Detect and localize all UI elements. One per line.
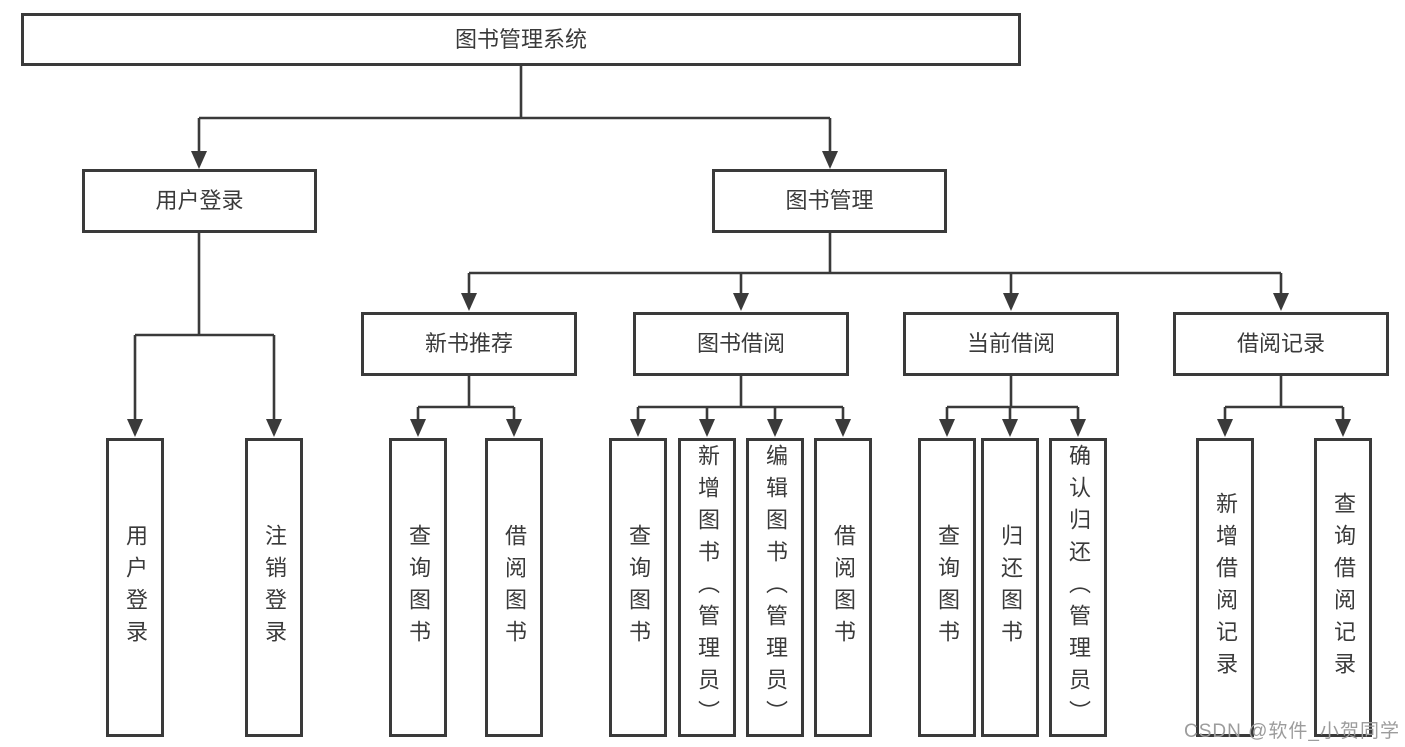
node-current-borrow: 当前借阅 [903, 312, 1119, 376]
node-leaf-edit-book-admin: 编辑图书（管理员） [746, 438, 804, 737]
arrowhead-user-login [191, 151, 207, 169]
node-new-book-rec: 新书推荐 [361, 312, 577, 376]
node-book-borrow-label: 图书借阅 [696, 331, 785, 356]
node-leaf-query-books-3: 查询图书 [918, 438, 976, 737]
node-user-login: 用户登录 [82, 169, 317, 233]
node-borrow-records-label: 借阅记录 [1236, 331, 1325, 356]
node-leaf-logout: 注销登录 [245, 438, 303, 737]
node-current-borrow-label: 当前借阅 [966, 331, 1055, 356]
node-root-label: 图书管理系统 [454, 26, 587, 52]
node-leaf-logout-label: 注销登录 [262, 523, 287, 652]
node-leaf-return-book-label: 归还图书 [998, 523, 1023, 652]
node-leaf-query-books-2: 查询图书 [609, 438, 667, 737]
node-leaf-query-borrow-record-label: 查询借阅记录 [1331, 491, 1356, 684]
arrowhead-leaf-user-login [127, 419, 143, 437]
arrowhead-leaf-logout [266, 419, 282, 437]
arrowhead-book-borrow [733, 293, 749, 311]
node-leaf-query-books-1: 查询图书 [389, 438, 447, 737]
arrowhead-borrow-books-2 [835, 419, 851, 437]
arrowhead-query-books-1 [410, 419, 426, 437]
node-leaf-user-login-label: 用户登录 [123, 523, 148, 652]
arrowhead-new-book-rec [461, 293, 477, 311]
node-leaf-query-books-2-label: 查询图书 [626, 523, 651, 652]
node-leaf-edit-book-admin-label: 编辑图书（管理员） [763, 443, 788, 732]
arrowhead-confirm-return [1070, 419, 1086, 437]
node-borrow-records: 借阅记录 [1173, 312, 1389, 376]
arrowhead-borrow-books-1 [506, 419, 522, 437]
arrowhead-edit-book [767, 419, 783, 437]
node-leaf-query-books-3-label: 查询图书 [935, 523, 960, 652]
arrowhead-borrow-records [1273, 293, 1289, 311]
node-book-mgmt-label: 图书管理 [785, 188, 874, 213]
node-leaf-borrow-books-2-label: 借阅图书 [831, 523, 856, 652]
node-leaf-query-borrow-record: 查询借阅记录 [1314, 438, 1372, 737]
node-leaf-add-book-admin-label: 新增图书（管理员） [695, 443, 720, 732]
node-leaf-return-book: 归还图书 [981, 438, 1039, 737]
node-leaf-add-borrow-record-label: 新增借阅记录 [1213, 491, 1238, 684]
node-leaf-add-borrow-record: 新增借阅记录 [1196, 438, 1254, 737]
node-book-borrow: 图书借阅 [633, 312, 849, 376]
node-user-login-label: 用户登录 [155, 188, 244, 213]
node-leaf-query-books-1-label: 查询图书 [406, 523, 431, 652]
node-leaf-borrow-books-2: 借阅图书 [814, 438, 872, 737]
arrowhead-query-books-2 [630, 419, 646, 437]
arrowhead-add-book [699, 419, 715, 437]
node-root: 图书管理系统 [21, 13, 1021, 66]
node-leaf-add-book-admin: 新增图书（管理员） [678, 438, 736, 737]
node-leaf-confirm-return-admin: 确认归还（管理员） [1049, 438, 1107, 737]
arrowhead-return-book [1002, 419, 1018, 437]
node-leaf-user-login: 用户登录 [106, 438, 164, 737]
arrowhead-book-mgmt [822, 151, 838, 169]
node-new-book-rec-label: 新书推荐 [424, 331, 513, 356]
node-book-mgmt: 图书管理 [712, 169, 947, 233]
node-leaf-confirm-return-admin-label: 确认归还（管理员） [1066, 443, 1091, 732]
arrowhead-query-books-3 [939, 419, 955, 437]
node-leaf-borrow-books-1-label: 借阅图书 [502, 523, 527, 652]
arrowhead-query-borrow-record [1335, 419, 1351, 437]
arrowhead-add-borrow-record [1217, 419, 1233, 437]
watermark-text: CSDN @软件_小贺同学 [1184, 721, 1400, 742]
arrowhead-current-borrow [1003, 293, 1019, 311]
node-leaf-borrow-books-1: 借阅图书 [485, 438, 543, 737]
